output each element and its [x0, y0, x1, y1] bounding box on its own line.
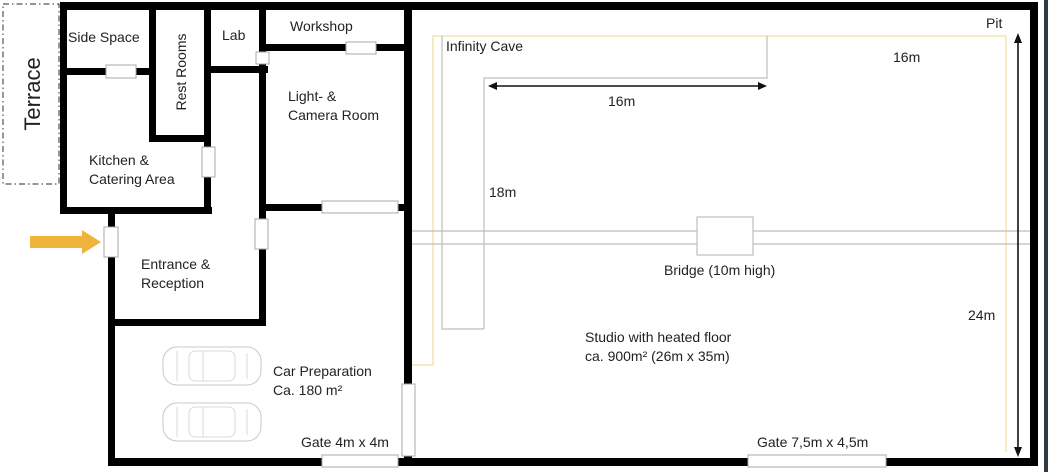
studio-label-1: Studio with heated floor: [585, 329, 732, 345]
gate-small-door: [321, 454, 399, 468]
light-camera-label-2: Camera Room: [288, 107, 379, 123]
wall-top: [60, 2, 1038, 10]
wall-restrooms-right: [204, 2, 211, 214]
bridge-label: Bridge (10m high): [664, 262, 775, 278]
door-main-entrance[interactable]: [103, 226, 119, 258]
cave-inner-left-bottom: [441, 36, 484, 330]
door-lightroom: [321, 200, 399, 214]
terrace-label: Terrace: [20, 57, 45, 130]
side-space-label: Side Space: [68, 29, 140, 45]
door-kitchen: [201, 146, 216, 178]
kitchen-label-1: Kitchen &: [89, 152, 150, 168]
dim-cave-width: [488, 82, 767, 90]
door-sidespace: [105, 64, 137, 79]
infinity-cave-outline: [412, 35, 1007, 452]
dim-studio-height: [1014, 33, 1022, 457]
wall-bottom: [108, 458, 1038, 466]
studio-label-2: ca. 900m² (26m x 35m): [585, 348, 730, 364]
wall-right: [1030, 2, 1038, 466]
wall-kitchen-bottom: [60, 207, 212, 214]
cave-inner-outline: [483, 36, 768, 329]
door-lab: [255, 51, 270, 65]
entrance-label-1: Entrance &: [141, 256, 211, 272]
infinity-cave-label: Infinity Cave: [446, 38, 523, 54]
wall-lab-bottom: [204, 66, 268, 73]
gate-large-label: Gate 7,5m x 4,5m: [757, 434, 868, 450]
door-workshop: [345, 41, 377, 55]
entrance-label-2: Reception: [141, 275, 204, 291]
window-edge: [1044, 0, 1048, 472]
wall-studio-left: [404, 2, 412, 466]
light-camera-label-1: Light- &: [288, 88, 337, 104]
wall-left-lower: [108, 212, 115, 466]
door-carprep-studio: [401, 383, 416, 457]
gate-large-door: [747, 454, 887, 468]
gate-small-label: Gate 4m x 4m: [301, 434, 389, 450]
door-entrance-right: [254, 218, 269, 250]
rest-rooms-label: Rest Rooms: [173, 33, 189, 110]
wall-restrooms-left: [149, 2, 156, 142]
car-icon: [162, 346, 262, 386]
bridge-platform: [696, 216, 754, 256]
lab-label: Lab: [222, 27, 246, 43]
pit-label: Pit: [986, 15, 1002, 31]
wall-lightroom-left: [259, 2, 266, 326]
dim-studio-height-label: 24m: [968, 307, 995, 323]
wall-workshop-bottom: [259, 44, 411, 51]
car-prep-label-1: Car Preparation: [273, 363, 372, 379]
wall-restrooms-bottom: [149, 135, 211, 142]
dim-cave-width-label: 16m: [608, 93, 635, 109]
entrance-arrow-icon: [30, 230, 101, 254]
workshop-label: Workshop: [290, 18, 353, 34]
dim-cave-depth-label: 18m: [489, 184, 516, 200]
terrace-outline: [2, 3, 60, 185]
car-icon: [162, 402, 262, 442]
wall-entrance-bottom: [108, 319, 266, 326]
kitchen-label-2: Catering Area: [89, 171, 175, 187]
car-prep-label-2: Ca. 180 m²: [273, 382, 343, 398]
dim-pit-top-label: 16m: [893, 49, 920, 65]
wall-left-upper: [60, 2, 67, 214]
